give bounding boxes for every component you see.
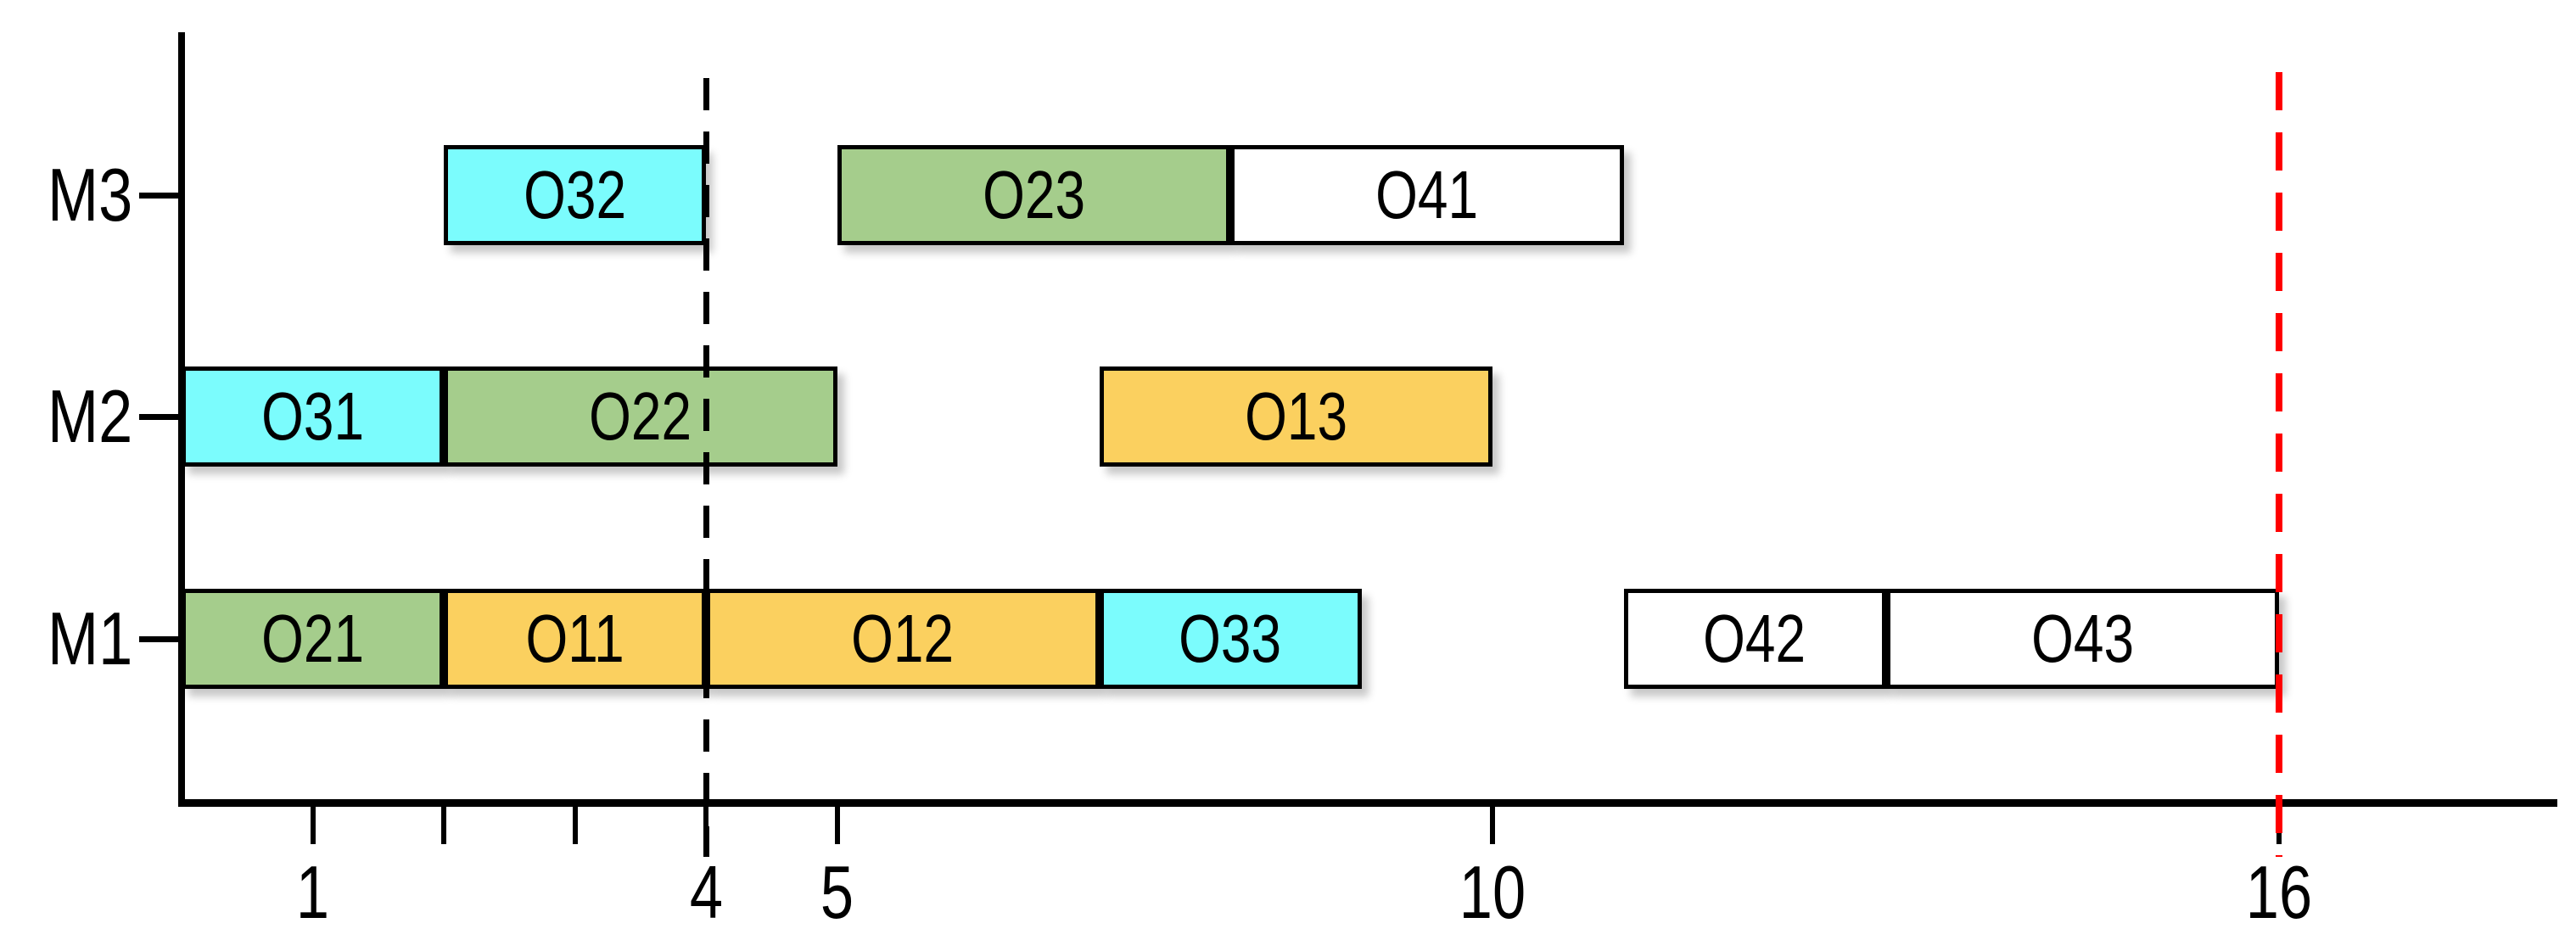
bar-label: O23 bbox=[982, 157, 1085, 232]
gantt-bar-o31: O31 bbox=[182, 366, 444, 467]
bar-label: O22 bbox=[589, 378, 692, 454]
bar-label: O33 bbox=[1179, 601, 1282, 676]
bar-label: O32 bbox=[524, 157, 626, 232]
bar-label: O31 bbox=[261, 378, 364, 454]
x-tick-label-text: 16 bbox=[2245, 850, 2313, 934]
machine-axis-tick-m3 bbox=[139, 192, 182, 199]
gantt-bar-o21: O21 bbox=[182, 589, 444, 689]
gantt-bar-o23: O23 bbox=[837, 145, 1230, 245]
bar-label: O12 bbox=[851, 601, 955, 676]
x-axis-line bbox=[178, 799, 2557, 807]
x-tick-label-text: 10 bbox=[1459, 850, 1526, 934]
x-tick-label-4: 4 bbox=[621, 850, 791, 935]
gantt-bar-o32: O32 bbox=[444, 145, 706, 245]
gantt-bar-o11: O11 bbox=[444, 589, 706, 689]
machine-label-m3: M3 bbox=[0, 148, 132, 242]
bar-label: O42 bbox=[1703, 601, 1806, 676]
machine-label-text: M2 bbox=[47, 374, 132, 458]
bar-label: O11 bbox=[525, 601, 624, 676]
machine-axis-tick-m1 bbox=[139, 635, 182, 642]
x-tick-label-10: 10 bbox=[1408, 850, 1577, 935]
machine-label-text: M3 bbox=[47, 153, 132, 237]
machine-label-text: M1 bbox=[47, 596, 132, 680]
x-tick-label-1: 1 bbox=[228, 850, 398, 935]
machine-label-m1: M1 bbox=[0, 592, 132, 685]
gantt-bar-o12: O12 bbox=[706, 589, 1100, 689]
x-tick-label-text: 1 bbox=[295, 850, 330, 934]
x-tick-label-text: 4 bbox=[689, 850, 723, 934]
x-tick-label-16: 16 bbox=[2194, 850, 2364, 935]
x-axis-tick-5 bbox=[834, 807, 840, 844]
bar-label: O21 bbox=[261, 601, 364, 676]
time-marker-t4 bbox=[703, 78, 709, 857]
bar-label: O41 bbox=[1375, 157, 1479, 232]
gantt-bar-o41: O41 bbox=[1230, 145, 1624, 245]
x-tick-label-text: 5 bbox=[820, 850, 854, 934]
x-axis-tick-10 bbox=[1490, 807, 1495, 844]
makespan-marker-t16 bbox=[2276, 72, 2282, 857]
gantt-bar-o13: O13 bbox=[1099, 366, 1492, 467]
gantt-bar-o42: O42 bbox=[1623, 589, 1886, 689]
bar-label: O43 bbox=[2030, 601, 2134, 676]
machine-label-m2: M2 bbox=[0, 370, 132, 463]
gantt-bar-o22: O22 bbox=[444, 366, 837, 467]
x-tick-label-5: 5 bbox=[753, 850, 922, 935]
machine-axis-tick-m2 bbox=[139, 413, 182, 420]
x-axis-tick-2 bbox=[441, 807, 446, 844]
gantt-bar-o33: O33 bbox=[1099, 589, 1362, 689]
gantt-bar-o43: O43 bbox=[1885, 589, 2279, 689]
bar-label: O13 bbox=[1244, 378, 1347, 454]
x-axis-tick-1 bbox=[310, 807, 316, 844]
x-axis-tick-3 bbox=[572, 807, 578, 844]
